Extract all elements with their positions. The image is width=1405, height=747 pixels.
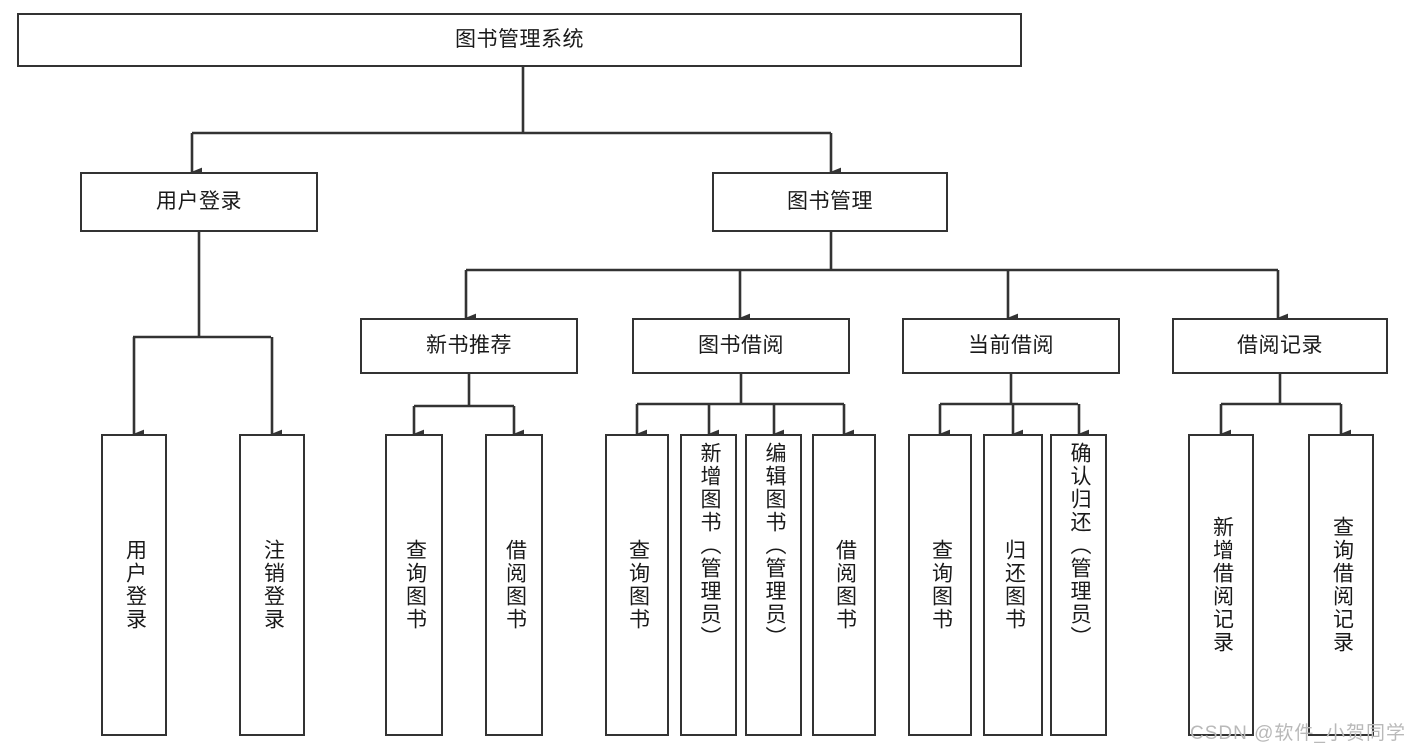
node-label-leaf-cu-return: 归还图书: [1002, 539, 1026, 631]
node-label-leaf-cu-confirm: 确认归还（管理员）: [1067, 442, 1091, 649]
node-label-leaf-bo-add: 新增图书（管理员）: [697, 442, 721, 649]
node-label-leaf-bo-edit: 编辑图书（管理员）: [762, 442, 786, 649]
node-label-leaf-bo-query: 查询图书: [626, 539, 650, 631]
node-leaf-user-logout[interactable]: 注销登录: [239, 434, 305, 736]
node-leaf-re-add[interactable]: 新增借阅记录: [1188, 434, 1254, 736]
node-record[interactable]: 借阅记录: [1172, 318, 1388, 374]
node-root[interactable]: 图书管理系统: [17, 13, 1022, 67]
node-leaf-bo-query[interactable]: 查询图书: [605, 434, 669, 736]
node-label-record: 借阅记录: [1237, 333, 1323, 357]
node-label-leaf-user-login: 用户登录: [123, 539, 147, 631]
node-label-current: 当前借阅: [968, 333, 1054, 357]
node-current[interactable]: 当前借阅: [902, 318, 1120, 374]
node-bookmgmt[interactable]: 图书管理: [712, 172, 948, 232]
csdn-watermark: CSDN @软件_小贺同学: [1190, 723, 1405, 744]
node-leaf-cu-confirm[interactable]: 确认归还（管理员）: [1050, 434, 1107, 736]
node-leaf-bo-borrow[interactable]: 借阅图书: [812, 434, 876, 736]
node-leaf-bo-add[interactable]: 新增图书（管理员）: [680, 434, 737, 736]
node-leaf-nb-query[interactable]: 查询图书: [385, 434, 443, 736]
node-label-newbook: 新书推荐: [426, 333, 512, 357]
node-label-bookmgmt: 图书管理: [787, 189, 873, 213]
node-label-borrow: 图书借阅: [698, 333, 784, 357]
node-login[interactable]: 用户登录: [80, 172, 318, 232]
node-label-leaf-cu-query: 查询图书: [929, 539, 953, 631]
node-leaf-cu-query[interactable]: 查询图书: [908, 434, 972, 736]
node-label-leaf-user-logout: 注销登录: [261, 539, 285, 631]
node-label-leaf-re-add: 新增借阅记录: [1210, 516, 1234, 654]
node-label-login: 用户登录: [156, 189, 242, 213]
node-leaf-bo-edit[interactable]: 编辑图书（管理员）: [745, 434, 802, 736]
node-leaf-nb-borrow[interactable]: 借阅图书: [485, 434, 543, 736]
node-leaf-cu-return[interactable]: 归还图书: [983, 434, 1043, 736]
node-borrow[interactable]: 图书借阅: [632, 318, 850, 374]
node-newbook[interactable]: 新书推荐: [360, 318, 578, 374]
node-leaf-user-login[interactable]: 用户登录: [101, 434, 167, 736]
node-label-leaf-re-query: 查询借阅记录: [1330, 516, 1354, 654]
node-label-leaf-nb-query: 查询图书: [403, 539, 427, 631]
node-label-root: 图书管理系统: [455, 27, 584, 51]
node-label-leaf-nb-borrow: 借阅图书: [503, 539, 527, 631]
node-label-leaf-bo-borrow: 借阅图书: [833, 539, 857, 631]
node-leaf-re-query[interactable]: 查询借阅记录: [1308, 434, 1374, 736]
